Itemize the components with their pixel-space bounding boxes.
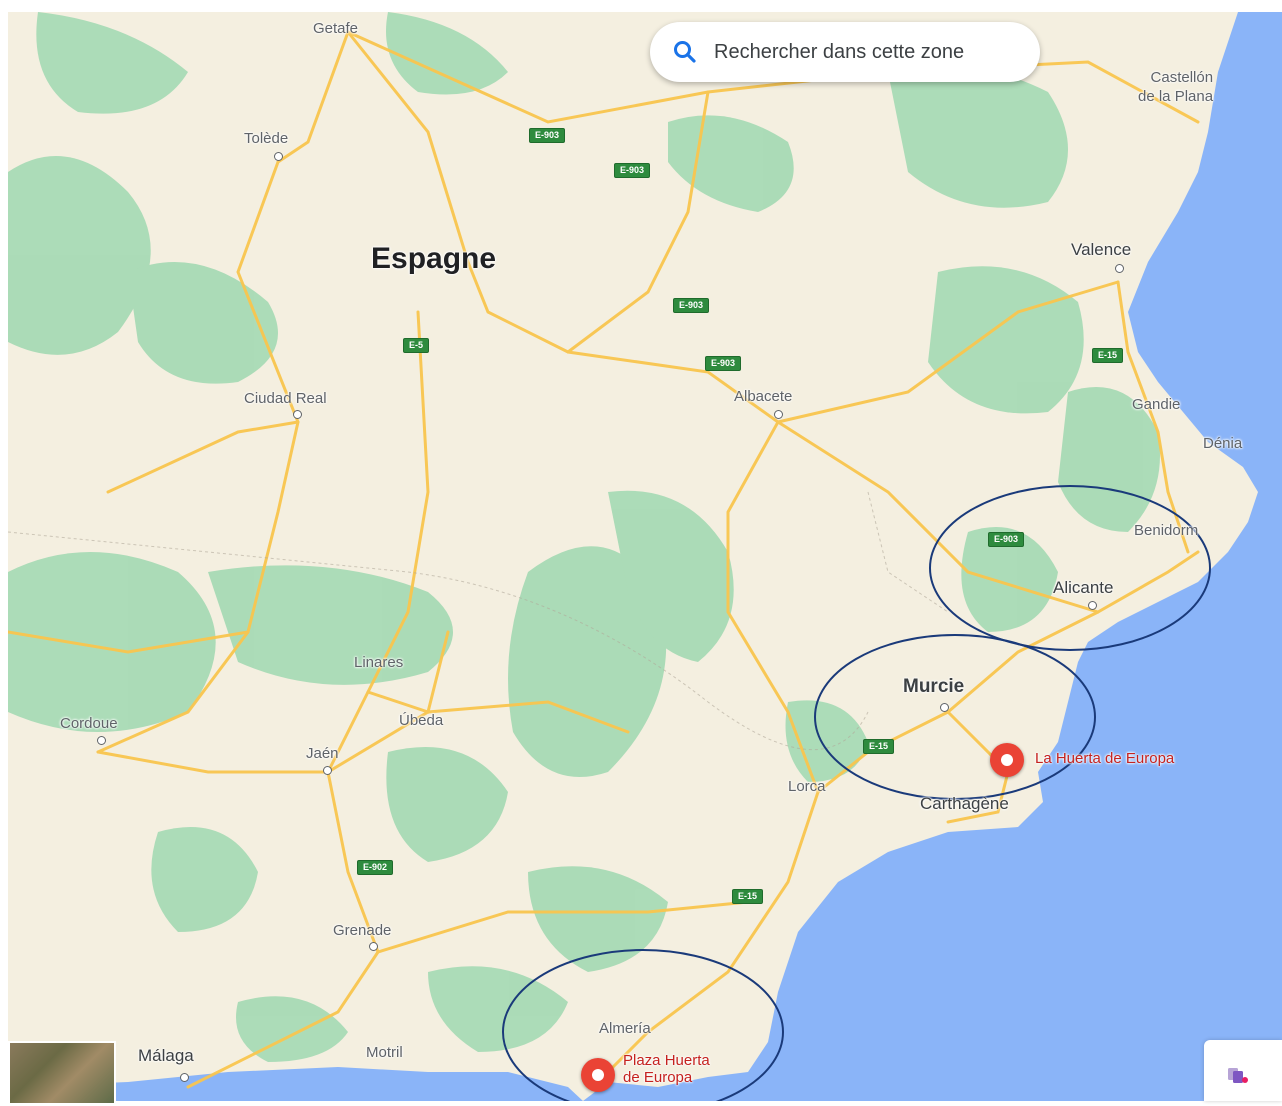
label-murcie: Murcie [903, 676, 965, 697]
label-cordoue: Cordoue [60, 715, 118, 732]
road-shield-e902: E-902 [357, 860, 394, 875]
city-dot-alicante [1088, 601, 1097, 610]
road-shield-e903: E-903 [673, 298, 710, 313]
label-ciudad-real: Ciudad Real [244, 390, 327, 407]
city-dot-valence [1115, 264, 1124, 273]
highlight-ellipse-murcie [814, 634, 1096, 800]
label-denia: Dénia [1203, 435, 1243, 452]
road-shield-e903: E-903 [988, 532, 1025, 547]
label-ubeda: Úbeda [399, 712, 444, 729]
label-alicante: Alicante [1053, 578, 1114, 597]
label-valence: Valence [1071, 240, 1132, 259]
road-shield-e903: E-903 [705, 356, 742, 371]
label-malaga: Málaga [138, 1046, 194, 1065]
label-jaen: Jaén [306, 745, 339, 762]
label-carthagene: Carthagène [920, 794, 1009, 813]
label-country: Espagne [371, 242, 497, 275]
label-getafe: Getafe [313, 20, 359, 37]
label-grenade: Grenade [333, 922, 392, 939]
layers-icon [1228, 1068, 1248, 1083]
city-dot-grenade [369, 942, 378, 951]
label-tolede: Tolède [244, 130, 289, 147]
road-shield-e15: E-15 [732, 889, 764, 904]
label-motril: Motril [366, 1044, 403, 1061]
city-dot-jaen [323, 766, 332, 775]
road-shield-e15: E-15 [1092, 348, 1124, 363]
road-shield-e903: E-903 [529, 128, 566, 143]
label-linares: Linares [354, 654, 404, 671]
road-shield-e5: E-5 [403, 338, 430, 353]
search-this-area-button[interactable]: Rechercher dans cette zone [650, 22, 1040, 82]
place-pin-plaza-huerta[interactable] [581, 1058, 615, 1092]
satellite-layer-toggle[interactable] [8, 1041, 116, 1105]
city-dot-malaga [180, 1073, 189, 1082]
label-albacete: Albacete [734, 388, 793, 405]
road-shield-e15: E-15 [863, 739, 895, 754]
city-dot-tolede [274, 152, 283, 161]
label-huerta-europa[interactable]: La Huerta de Europa [1035, 750, 1175, 767]
highlight-ellipse-alicante [929, 485, 1211, 651]
mediterranean-sea [583, 12, 1282, 1101]
label-plaza-huerta[interactable]: Plaza Huerta de Europa [623, 1052, 710, 1086]
map-background [8, 12, 1282, 1101]
map-control-button[interactable] [1204, 1040, 1282, 1101]
road-shield-e903: E-903 [614, 163, 651, 178]
label-almeria: Almería [599, 1020, 651, 1037]
search-icon [672, 39, 698, 65]
city-dot-albacete [774, 410, 783, 419]
map-canvas[interactable]: Espagne Getafe Tolède Castellón de la Pl… [8, 12, 1282, 1101]
city-dot-murcie [940, 703, 949, 712]
highlight-ellipse-almeria [502, 949, 784, 1101]
city-dot-ciudad-real [293, 410, 302, 419]
label-lorca: Lorca [788, 778, 826, 795]
city-dot-cordoue [97, 736, 106, 745]
place-pin-huerta-europa[interactable] [990, 743, 1024, 777]
label-castellon: Castellón de la Plana [1138, 69, 1214, 105]
search-this-area-label: Rechercher dans cette zone [714, 40, 965, 63]
label-benidorm: Benidorm [1134, 522, 1199, 539]
label-gandie: Gandie [1132, 396, 1181, 413]
